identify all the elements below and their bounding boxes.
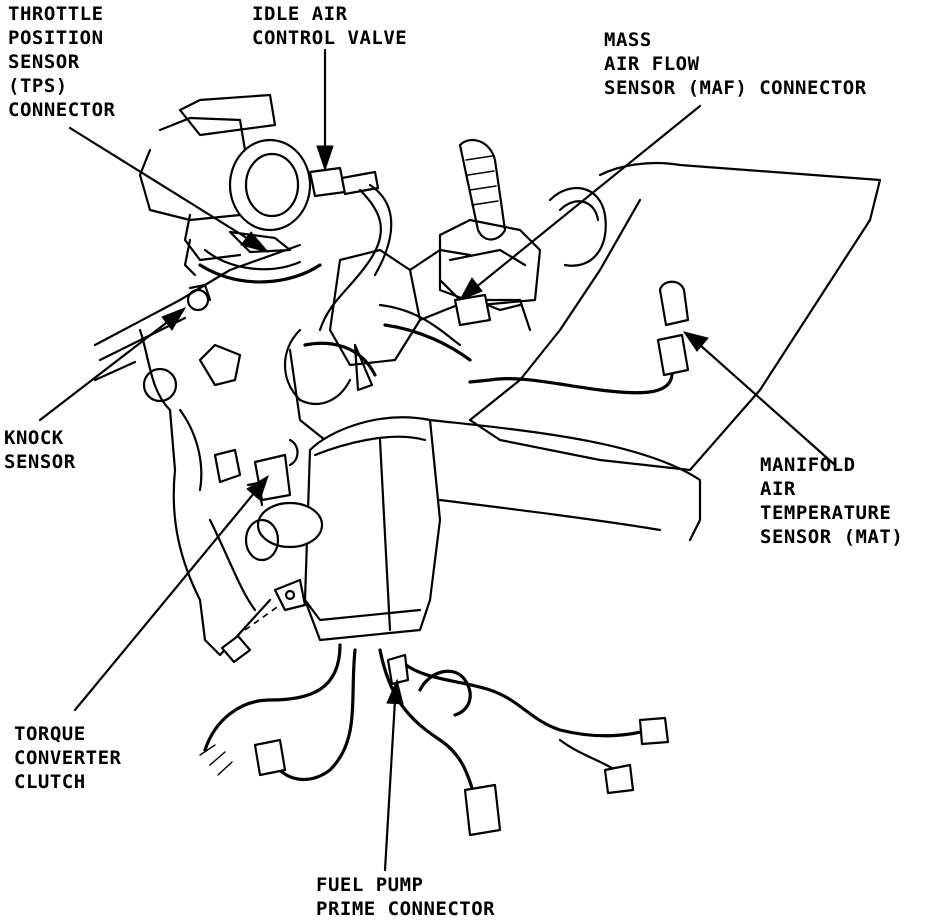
fuel-pump-label-line-2: PRIME CONNECTOR (316, 898, 496, 920)
tps-label-line-5: CONNECTOR (8, 99, 116, 121)
tcc-leader (73, 490, 257, 712)
tps-leader (68, 126, 252, 242)
tcc-label-line-1: TORQUE (14, 723, 86, 745)
mat-label-line-1: MANIFOLD (760, 454, 856, 476)
mat-sensor (468, 280, 690, 395)
knock-label-line-1: KNOCK (4, 427, 64, 449)
center-harness (283, 248, 532, 442)
knock-leader (38, 318, 172, 422)
knock-label-line-2: SENSOR (4, 451, 76, 473)
mat-label-line-2: AIR (760, 478, 796, 500)
mat-arrowhead (682, 331, 709, 352)
maf-label: MASS AIR FLOW SENSOR (MAF) CONNECTOR (604, 28, 867, 100)
maf-arrowhead (458, 277, 483, 301)
knock-arrowhead (161, 307, 187, 331)
throttle-body (138, 93, 322, 312)
mat-label-line-3: TEMPERATURE (760, 502, 892, 524)
intake-plenum (428, 161, 882, 542)
tcc-label: TORQUE CONVERTER CLUTCH (14, 722, 121, 794)
fuel-pump-label: FUEL PUMP PRIME CONNECTOR (316, 873, 495, 921)
tps-label-line-2: POSITION (8, 27, 104, 49)
knock-label: KNOCK SENSOR (4, 426, 76, 474)
pointer-lines (38, 48, 837, 872)
iac-label-line-2: CONTROL VALVE (252, 27, 408, 49)
idle-air-control-valve (308, 166, 393, 332)
mat-label: MANIFOLD AIR TEMPERATURE SENSOR (MAT) (760, 453, 903, 549)
engine-block (93, 243, 302, 657)
maf-label-line-2: AIR FLOW (604, 53, 700, 75)
tps-label-line-1: THROTTLE (8, 3, 104, 25)
canister (273, 416, 442, 642)
mat-leader (698, 343, 837, 467)
iac-arrowhead (316, 145, 334, 172)
iac-label-line-1: IDLE AIR (252, 3, 348, 25)
tps-arrowhead (240, 231, 270, 253)
tcc-label-line-2: CONVERTER (14, 747, 122, 769)
air-cleaner (438, 138, 607, 327)
fuel-pump-leader (383, 698, 397, 872)
maf-leader (473, 104, 702, 290)
bolt (220, 604, 281, 664)
tps-label-line-3: SENSOR (8, 51, 80, 73)
tcc-label-line-3: CLUTCH (14, 771, 86, 793)
lower-harness (199, 643, 670, 837)
tcc-arrowhead (246, 474, 269, 501)
maf-label-line-3: SENSOR (MAF) CONNECTOR (604, 77, 867, 99)
iac-label: IDLE AIR CONTROL VALVE (252, 2, 407, 50)
fuel-pump-arrowhead (386, 678, 404, 705)
fuel-pump-label-line-1: FUEL PUMP (316, 874, 424, 896)
tps-label: THROTTLE POSITION SENSOR (TPS) CONNECTOR (8, 2, 115, 122)
tps-label-line-4: (TPS) (8, 75, 68, 97)
mat-label-line-4: SENSOR (MAT) (760, 526, 904, 548)
maf-label-line-1: MASS (604, 29, 652, 51)
